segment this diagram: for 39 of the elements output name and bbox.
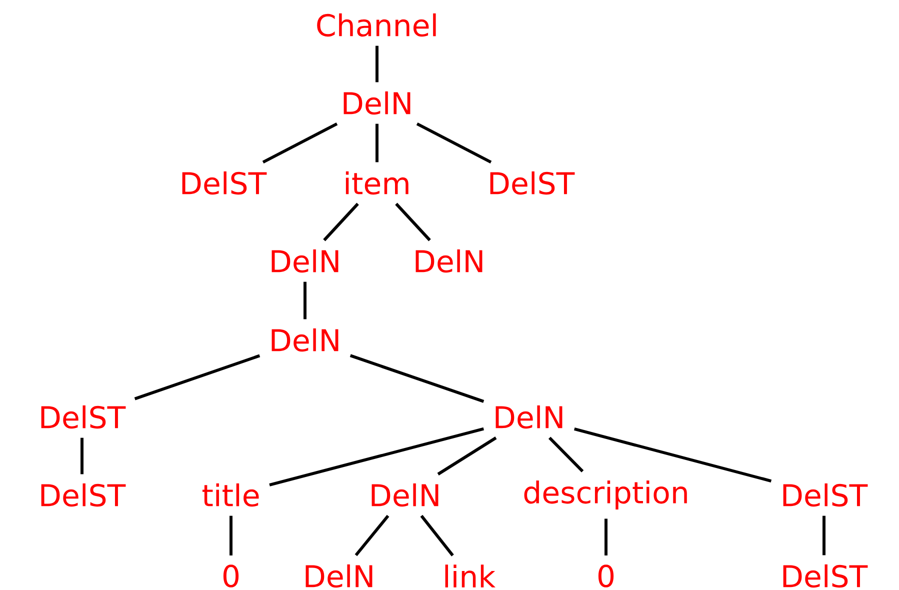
tree-label: DelN — [306, 564, 372, 588]
tree-label: DelST — [182, 171, 267, 195]
tree-edge — [574, 428, 772, 482]
tree-label: title — [202, 483, 259, 507]
tree-edge — [437, 436, 497, 476]
tree-edge — [548, 436, 584, 472]
tree-edge — [376, 46, 378, 82]
tree-edge — [134, 354, 260, 400]
tree-edge — [323, 202, 359, 242]
tree-edge — [80, 438, 84, 474]
tree-label: item — [346, 171, 408, 195]
tree-edge — [269, 427, 484, 486]
tree-edge — [376, 124, 378, 162]
tree-label: 0 — [598, 564, 614, 588]
tree-edge — [350, 354, 484, 403]
tree-label: DelN — [272, 249, 338, 273]
tree-edge — [262, 122, 338, 164]
tree-label: 0 — [223, 564, 239, 588]
tree-label: DelN — [372, 483, 438, 507]
tree-edge — [230, 516, 232, 556]
tree-label: DelN — [272, 328, 338, 352]
tree-label: DelST — [41, 405, 126, 429]
tree-edge — [822, 516, 826, 556]
tree-edge — [354, 514, 390, 556]
tree-edge — [604, 518, 608, 556]
tree-edge — [395, 202, 431, 242]
tree-label: DelST — [783, 483, 868, 507]
tree-edge — [416, 122, 492, 164]
tree-label: DelST — [41, 483, 126, 507]
tree-label: DelN — [416, 249, 482, 273]
tree-label: link — [445, 564, 496, 588]
tree-label: DelST — [783, 564, 868, 588]
tree-edge — [420, 514, 454, 556]
tree-label: description — [524, 480, 687, 510]
tree-label: Channel — [317, 13, 436, 37]
tree-label: DelN — [344, 91, 410, 115]
tree-label: DelST — [490, 171, 575, 195]
tree-edge — [304, 282, 306, 320]
tree-label: DelN — [496, 405, 562, 429]
